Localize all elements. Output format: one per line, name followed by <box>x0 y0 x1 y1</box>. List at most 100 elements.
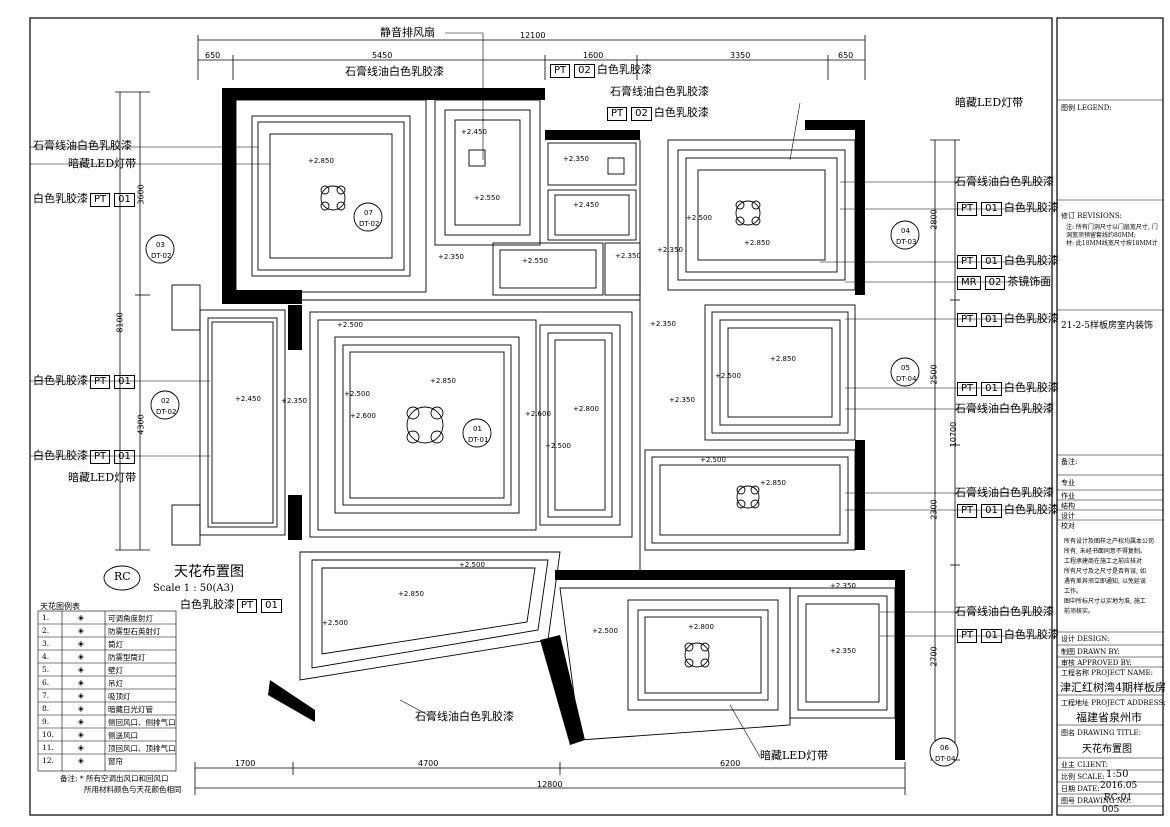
pt-code: PT <box>957 382 978 396</box>
pt-num: 01 <box>114 375 135 389</box>
mr-num: 02 <box>984 276 1006 290</box>
disclaimer-line: 所有设计及图样之产权均属本公司 <box>1064 538 1155 545</box>
drawing-scale: Scale 1 : 50(A3) <box>153 583 234 594</box>
legend-item-number: 3. <box>42 639 50 648</box>
legend-item-number: 8. <box>42 704 50 713</box>
legend-item-text: 暗藏日光灯管 <box>108 705 153 714</box>
section-02-num: 02 <box>161 397 170 405</box>
elev-label: +2.850 <box>770 355 796 363</box>
check-label: 审核 APPROVED BY: <box>1061 659 1132 667</box>
disclaimer-line: 所有尺寸及之尺寸是否有误, 如 <box>1064 568 1146 575</box>
scale-label: 比例 SCALE: <box>1061 773 1105 781</box>
disclaimer-line: 所有, 未经书面同意不得复制。 <box>1064 548 1146 555</box>
page-number: 005 <box>1102 805 1120 815</box>
scale-value: 1:50 <box>1106 769 1129 780</box>
gypsum-label-top: 石膏线油白色乳胶漆 <box>345 65 444 78</box>
legend-symbol-icon: ◈ <box>78 704 84 713</box>
section-01-ref: DT-01 <box>468 436 489 444</box>
legend-symbol-icon: ◈ <box>78 665 84 674</box>
client-label: 业主 CLIENT: <box>1061 761 1109 769</box>
legend-item-number: 12. <box>42 756 54 765</box>
elev-label: +2.350 <box>669 396 695 404</box>
dim-right-4: 2300 <box>929 499 939 520</box>
elev-label: +2.450 <box>235 395 261 403</box>
legend-item-text: 防雾型石英射灯 <box>108 627 161 636</box>
drawing-symbol: RC <box>114 570 131 583</box>
legend-item-number: 9. <box>42 717 50 726</box>
design-label: 设计 DESIGN: <box>1061 635 1110 643</box>
drawing-no-value: RC-01 <box>1104 793 1133 803</box>
white-latex-text: 白色乳胶漆 <box>1003 201 1059 214</box>
pt-num: 01 <box>981 504 1002 518</box>
legend-item-number: 4. <box>42 652 50 661</box>
white-latex-text: 白色乳胶漆 <box>653 106 709 119</box>
remarks-label: 备注: <box>1061 458 1078 466</box>
project-address: 福建省泉州市 <box>1076 711 1142 724</box>
project-address-label: 工程地址 PROJECT ADDRESS: <box>1061 699 1166 707</box>
legend-item-number: 10. <box>42 730 54 739</box>
elev-label: +2.800 <box>573 405 599 413</box>
pt-num: 01 <box>114 193 135 207</box>
gypsum-label-bottom: 石膏线油白色乳胶漆 <box>415 710 514 723</box>
revision-note-3: 材: 此18MM线宽尺寸按18MM计 <box>1066 240 1158 247</box>
legend-item-text: 吸顶灯 <box>108 692 131 701</box>
legend-item-number: 7. <box>42 691 50 700</box>
project-side-title: 21-2-5样板房室内装饰 <box>1061 321 1153 331</box>
section-04-ref: DT-03 <box>896 238 917 246</box>
elev-label: +2.500 <box>700 456 726 464</box>
dim-bottom-3: 6200 <box>720 759 741 768</box>
legend-label: 图例 LEGEND: <box>1061 104 1112 112</box>
legend-item-text: 侧回风口、侧排气口 <box>108 718 176 727</box>
dim-total-bottom: 12800 <box>537 780 563 789</box>
pt-code: PT <box>957 202 978 216</box>
pt-num: 01 <box>981 202 1002 216</box>
legend-item-text: 筒灯 <box>108 640 123 649</box>
pt-code: PT <box>90 375 111 389</box>
drawing-title-tb: 天花布置图 <box>1082 744 1132 755</box>
pt-num: 01 <box>114 450 135 464</box>
led-label-left2: 暗藏LED灯带 <box>68 471 137 484</box>
revision-note-2: 洞宽须预留套线约80MM; <box>1066 232 1136 239</box>
section-04-num: 04 <box>901 227 910 235</box>
elev-label: +2.350 <box>830 647 856 655</box>
pt-code: PT <box>957 313 978 327</box>
gypsum-label-left: 石膏线油白色乳胶漆 <box>33 139 132 152</box>
gypsum-label-r3: 石膏线油白色乳胶漆 <box>955 486 1054 499</box>
elev-label: +2.600 <box>525 410 551 418</box>
revisions-label: 修订 REVISIONS: <box>1061 212 1123 220</box>
dim-left-2: 8100 <box>115 312 125 333</box>
elev-label: +2.500 <box>337 321 363 329</box>
legend-item-text: 防雾型筒灯 <box>108 653 146 662</box>
white-latex-text: 白色乳胶漆 <box>1003 312 1059 325</box>
pt-code: PT <box>237 599 258 613</box>
elev-label: +2.350 <box>657 246 683 254</box>
legend-item-text: 可调角度射灯 <box>108 614 153 623</box>
led-label-left: 暗藏LED灯带 <box>68 157 137 170</box>
dim-top-3: 1600 <box>583 51 604 60</box>
legend-note-1: 备注: * 所有空调出风口和回风口 <box>60 774 169 783</box>
section-05-ref: DT-04 <box>896 375 917 383</box>
dim-right-1: 2800 <box>929 209 939 230</box>
pt-code: PT <box>90 193 111 207</box>
pt-num: 01 <box>981 313 1002 327</box>
elev-label: +2.350 <box>650 320 676 328</box>
led-label-top: 暗藏LED灯带 <box>955 96 1024 109</box>
section-03-num: 03 <box>156 241 165 249</box>
pt-code: PT <box>607 107 628 121</box>
tea-mirror-text: 茶镜饰面 <box>1007 275 1052 288</box>
legend-symbol-icon: ◈ <box>78 613 84 622</box>
elev-label: +2.550 <box>522 257 548 265</box>
legend-symbol-icon: ◈ <box>78 652 84 661</box>
elev-label: +2.500 <box>545 442 571 450</box>
elev-label: +2.500 <box>322 619 348 627</box>
legend-item-number: 5. <box>42 665 50 674</box>
disclaimer-line: 遇有差异须立即通知, 以免延误 <box>1064 578 1146 585</box>
project-name: 津汇红树湾4期样板房 <box>1060 681 1166 694</box>
drawing-title-label: 图名 DRAWING TITLE: <box>1061 729 1142 737</box>
gypsum-label-r1: 石膏线油白色乳胶漆 <box>955 175 1054 188</box>
white-latex-text: 白色乳胶漆 <box>33 374 88 387</box>
